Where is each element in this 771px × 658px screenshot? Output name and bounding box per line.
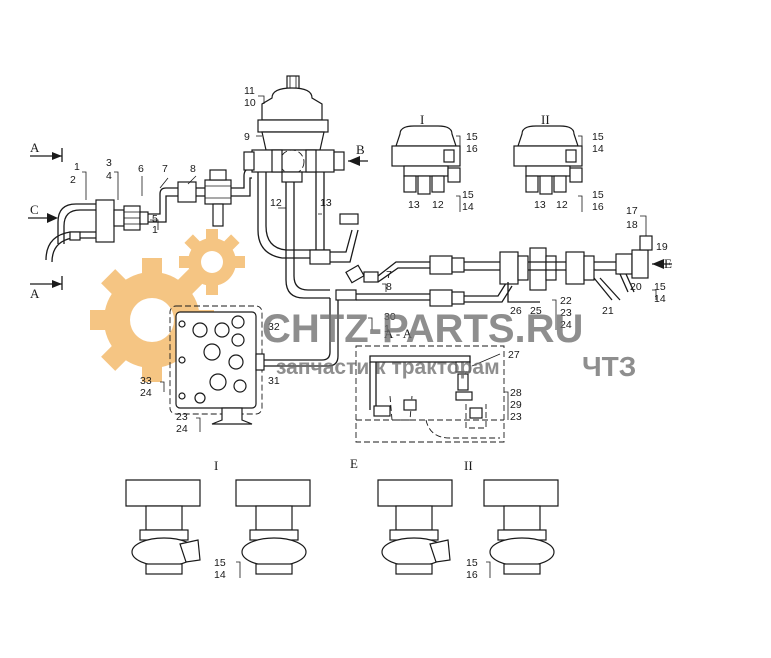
callout-15-iib: 15 [592, 189, 604, 201]
connector-valve [204, 167, 253, 227]
view-b-label: B [356, 142, 365, 157]
callout-31: 31 [268, 375, 280, 387]
callout-15-d1: 15 [214, 557, 226, 569]
callout-9: 9 [244, 131, 250, 143]
callout-16-ii: 16 [592, 201, 604, 213]
callout-14-ii: 14 [592, 143, 604, 155]
watermark-tagline: запчасти к тракторам [276, 356, 500, 379]
callout-7b: 7 [386, 269, 392, 281]
detail-e-label: E [350, 456, 358, 471]
callout-33: 33 [140, 375, 152, 387]
view-i-top: I [391, 112, 461, 195]
callout-26: 26 [510, 305, 522, 317]
watermark-text: CHTZ-PARTS.RU запчасти к тракторам ЧТЗ [262, 307, 636, 382]
callout-13-i: 13 [408, 199, 420, 211]
left-pipe-assembly [45, 181, 208, 263]
callout-19: 19 [656, 241, 668, 253]
callout-24: 24 [560, 319, 572, 331]
central-pipes [257, 172, 513, 367]
pipe-clamps [499, 247, 621, 303]
callout-21: 21 [602, 305, 614, 317]
callout-16-i: 16 [466, 143, 478, 155]
callout-4: 4 [106, 170, 112, 182]
callout-15-ib: 15 [462, 189, 474, 201]
callout-12: 12 [270, 197, 282, 209]
callout-1: 1 [74, 161, 80, 173]
callout-12-ii: 12 [556, 199, 568, 211]
callout-5: 5 [152, 213, 158, 225]
view-c-label: C [30, 202, 39, 217]
valve-body [169, 305, 265, 425]
view-b-arrow: B [348, 142, 368, 166]
callout-7: 7 [162, 163, 168, 175]
callout-2: 2 [70, 174, 76, 186]
callout-14-i: 14 [462, 201, 474, 213]
watermark-brand: CHTZ-PARTS.RU [262, 307, 583, 351]
callout-28: 28 [510, 387, 522, 399]
callout-10: 10 [244, 97, 256, 109]
callout-15-d2: 15 [466, 557, 478, 569]
callout-15-e: 15 [654, 281, 666, 293]
callout-1c: 1 [384, 323, 390, 335]
callout-12-i: 12 [432, 199, 444, 211]
callout-17: 17 [626, 205, 638, 217]
callout-24b: 24 [140, 387, 152, 399]
view-ii-label: II [541, 112, 550, 127]
leader-lines [82, 95, 657, 578]
detail-ii-label: II [464, 458, 473, 473]
view-ii-top: II [513, 112, 583, 195]
section-a-bottom-marker: A [30, 276, 63, 301]
section-aa-label: A - A [384, 326, 413, 341]
callout-25: 25 [530, 305, 542, 317]
view-i-label: I [420, 112, 424, 127]
callout-29: 29 [510, 399, 522, 411]
callout-23c: 23 [176, 411, 188, 423]
callout-24c: 24 [176, 423, 188, 435]
callout-32: 32 [268, 321, 280, 333]
callout-16-d2: 16 [466, 569, 478, 581]
detail-view-i: I [125, 458, 311, 575]
brake-chamber [243, 75, 345, 183]
view-c-marker: C [28, 202, 58, 223]
callout-3: 3 [106, 157, 112, 169]
section-a-top-marker: A [30, 140, 63, 162]
callout-14-e: 14 [654, 293, 666, 305]
callout-23: 23 [560, 307, 572, 319]
view-e-label: E [664, 256, 672, 271]
section-a-label: A [30, 140, 40, 155]
callout-30: 30 [384, 311, 396, 323]
callout-14-d1: 14 [214, 569, 226, 581]
callout-6: 6 [138, 163, 144, 175]
callout-8b: 8 [386, 281, 392, 293]
section-a-label: A [30, 286, 40, 301]
callout-22: 22 [560, 295, 572, 307]
callout-15-i: 15 [466, 131, 478, 143]
watermark-tagline-bold: ЧТЗ [582, 351, 636, 382]
callout-18: 18 [626, 219, 638, 231]
callout-27: 27 [508, 349, 520, 361]
callout-1b: 1 [152, 224, 158, 236]
callout-20: 20 [630, 281, 642, 293]
callout-11: 11 [244, 85, 255, 97]
callout-15-ii: 15 [592, 131, 604, 143]
tee-fitting: E [615, 235, 672, 293]
callout-labels: 1 2 3 4 6 7 8 5 1 11 10 9 12 13 15 16 13… [70, 85, 668, 581]
callout-23b: 23 [510, 411, 522, 423]
callout-13: 13 [320, 197, 332, 209]
section-a-a: A - A [355, 326, 505, 443]
detail-i-label: I [214, 458, 218, 473]
callout-13-ii: 13 [534, 199, 546, 211]
callout-8: 8 [190, 163, 196, 175]
detail-view-ii: E II [350, 456, 559, 575]
